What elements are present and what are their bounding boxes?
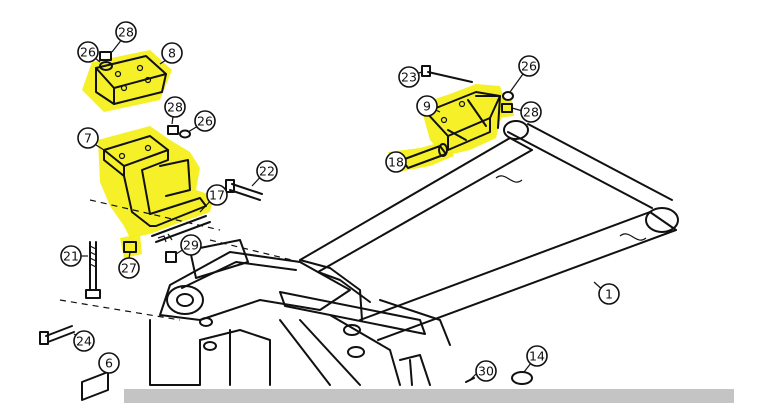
callout-28-top: 28 — [115, 21, 137, 43]
svg-text:7: 7 — [84, 131, 92, 146]
callout-21: 21 — [60, 245, 82, 267]
horizontal-scrollbar[interactable] — [124, 389, 734, 403]
svg-text:21: 21 — [63, 249, 79, 264]
svg-text:30: 30 — [478, 364, 494, 379]
svg-text:9: 9 — [423, 99, 431, 114]
callout-7: 7 — [77, 127, 99, 149]
svg-text:26: 26 — [197, 114, 213, 129]
callout-24: 24 — [73, 330, 95, 352]
part-21-bolt — [85, 241, 101, 299]
svg-text:29: 29 — [183, 238, 199, 253]
svg-text:14: 14 — [529, 349, 545, 364]
highlight-regions — [82, 50, 514, 258]
part-6-block — [81, 371, 109, 401]
part-29-nut — [165, 251, 177, 263]
highlight-part-7 — [98, 126, 214, 238]
callout-23: 23 — [398, 66, 420, 88]
svg-text:24: 24 — [76, 334, 92, 349]
svg-text:8: 8 — [168, 46, 176, 61]
svg-text:22: 22 — [259, 164, 275, 179]
svg-text:26: 26 — [521, 59, 537, 74]
main-frame — [59, 120, 679, 386]
part-22-bolt — [225, 179, 263, 201]
callout-22: 22 — [256, 160, 278, 182]
svg-text:1: 1 — [605, 287, 613, 302]
svg-text:28: 28 — [167, 100, 183, 115]
svg-text:23: 23 — [401, 70, 417, 85]
right-hardware — [501, 91, 514, 113]
part-17-pin — [151, 215, 211, 243]
svg-text:18: 18 — [388, 155, 404, 170]
callout-9: 9 — [416, 95, 438, 117]
callout-17: 17 — [206, 184, 228, 206]
callout-28-mid: 28 — [164, 96, 186, 118]
svg-text:6: 6 — [105, 356, 113, 371]
callout-28-right: 28 — [520, 101, 542, 123]
svg-text:27: 27 — [121, 261, 137, 276]
part-23-bolt — [421, 65, 473, 83]
callout-27: 27 — [118, 257, 140, 279]
callout-26-right: 26 — [518, 55, 540, 77]
callout-26-top: 26 — [77, 41, 99, 63]
svg-text:26: 26 — [80, 45, 96, 60]
callout-29: 29 — [180, 234, 202, 256]
callout-18: 18 — [385, 151, 407, 173]
part-24-bolt — [39, 325, 75, 345]
callout-1: 1 — [598, 283, 620, 305]
part-14-cap — [511, 371, 533, 385]
callout-6: 6 — [98, 352, 120, 374]
svg-text:28: 28 — [118, 25, 134, 40]
callout-30: 30 — [475, 360, 497, 382]
callout-14: 14 — [526, 345, 548, 367]
callout-26-mid: 26 — [194, 110, 216, 132]
callout-8: 8 — [161, 42, 183, 64]
part-8-plate — [95, 51, 167, 105]
svg-text:28: 28 — [523, 105, 539, 120]
svg-text:17: 17 — [209, 188, 225, 203]
highlight-part-9 — [420, 84, 506, 156]
part-7-bracket — [103, 125, 207, 227]
part-9-bracket — [425, 91, 501, 151]
